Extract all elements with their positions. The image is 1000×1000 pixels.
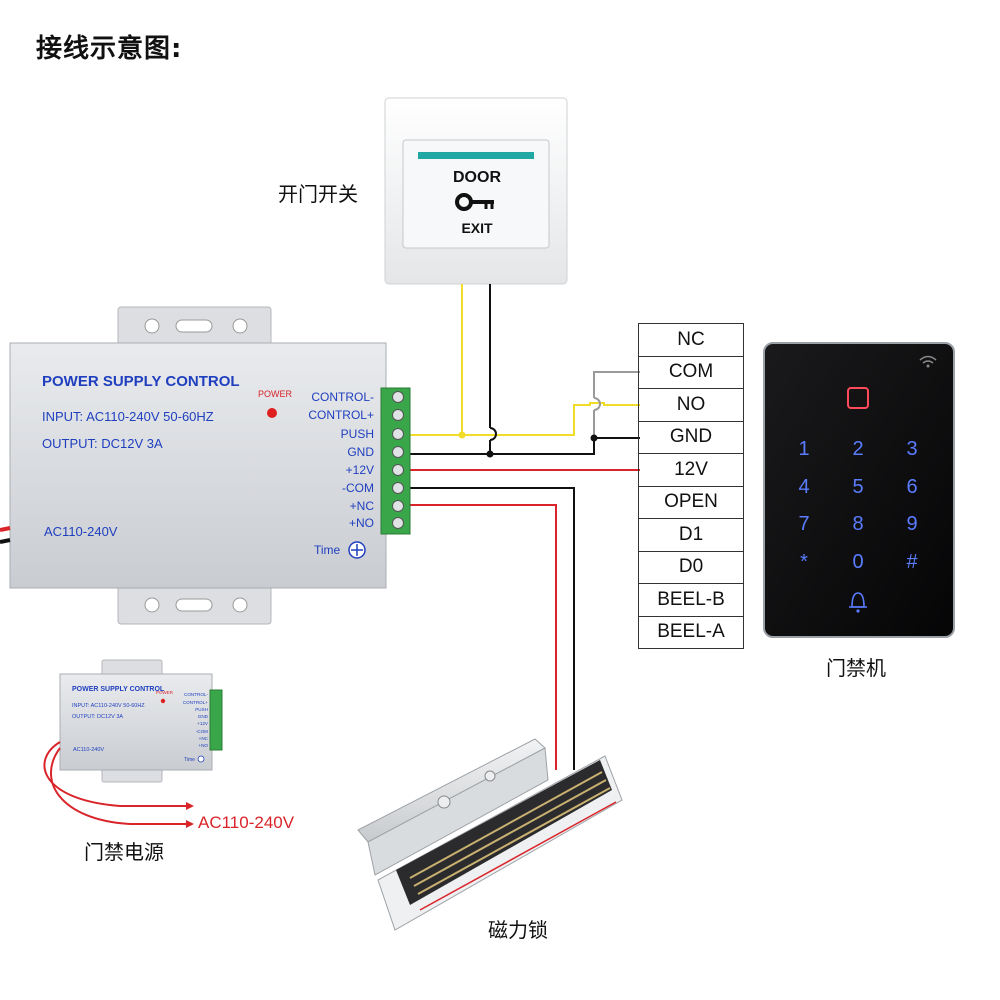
small-terminal-label: +NC bbox=[199, 736, 209, 741]
small-power-supply: POWER SUPPLY CONTROL INPUT: AC110-240V 5… bbox=[43, 659, 295, 832]
wires bbox=[410, 284, 640, 770]
psu-ac-label: AC110-240V bbox=[44, 524, 118, 539]
psu-power-label: POWER bbox=[258, 389, 293, 399]
indicator-strip bbox=[418, 152, 534, 159]
terminal-cell: NO bbox=[638, 388, 744, 422]
small-psu-time-label: Time bbox=[184, 757, 195, 763]
terminal-label: -COM bbox=[342, 481, 374, 495]
key: 7 bbox=[798, 513, 809, 535]
terminal-label: +12V bbox=[346, 463, 374, 477]
terminal-cell: BEEL-B bbox=[638, 583, 744, 617]
key: 2 bbox=[852, 438, 863, 460]
keypad-caption: 门禁机 bbox=[826, 656, 886, 680]
ac-input-label: AC110-240V bbox=[198, 813, 295, 832]
small-terminal-label: GND bbox=[198, 714, 209, 719]
wifi-icon bbox=[919, 355, 937, 368]
key: # bbox=[906, 551, 918, 573]
bell-icon bbox=[849, 592, 867, 613]
terminal-cell: NC bbox=[638, 323, 744, 357]
terminal-label: +NO bbox=[349, 516, 374, 530]
terminal-screws bbox=[392, 391, 404, 529]
small-terminal-label: +NO bbox=[198, 743, 208, 748]
door-exit-button: DOOR EXIT bbox=[384, 97, 568, 285]
exit-text: EXIT bbox=[461, 220, 493, 236]
key: 5 bbox=[852, 476, 863, 498]
terminal-cell: D1 bbox=[638, 518, 744, 552]
key-icon bbox=[455, 193, 494, 211]
small-psu-title: POWER SUPPLY CONTROL bbox=[72, 686, 165, 693]
terminal-cell: D0 bbox=[638, 550, 744, 584]
small-terminal-label: +12V bbox=[197, 721, 209, 726]
terminal-cell: COM bbox=[638, 355, 744, 389]
psu-output: OUTPUT: DC12V 3A bbox=[42, 436, 163, 451]
keypad-keys: 1 2 3 4 5 6 7 8 9 * 0 # bbox=[798, 438, 918, 573]
small-supply-caption: 门禁电源 bbox=[84, 840, 164, 864]
terminal-cell: GND bbox=[638, 420, 744, 454]
maglock-caption: 磁力锁 bbox=[488, 918, 548, 942]
psu-input: INPUT: AC110-240V 50-60HZ bbox=[42, 409, 214, 424]
key: 8 bbox=[852, 513, 863, 535]
terminal-cell: OPEN bbox=[638, 485, 744, 519]
key: * bbox=[800, 551, 808, 573]
small-psu-power-label: POWER bbox=[156, 690, 174, 695]
terminal-label: GND bbox=[347, 445, 374, 459]
door-exit-caption: 开门开关 bbox=[278, 182, 358, 206]
small-psu-output: OUTPUT: DC12V 3A bbox=[72, 714, 123, 720]
small-terminal-label: CONTROL+ bbox=[183, 700, 208, 705]
power-supply-unit: POWER SUPPLY CONTROL INPUT: AC110-240V 5… bbox=[0, 306, 411, 625]
magnetic-lock bbox=[357, 738, 623, 931]
small-terminal-label: CONTROL- bbox=[184, 692, 208, 697]
terminal-label: +NC bbox=[350, 499, 375, 513]
power-led bbox=[267, 408, 277, 418]
small-terminal-label: PUSH bbox=[195, 707, 208, 712]
door-text: DOOR bbox=[453, 169, 501, 186]
page-title: 接线示意图: bbox=[36, 34, 183, 64]
terminal-label: PUSH bbox=[341, 427, 374, 441]
keypad-terminal-table: NC COM NO GND 12V OPEN D1 D0 BEEL-B BEEL… bbox=[638, 323, 744, 649]
terminal-label: CONTROL- bbox=[311, 390, 374, 404]
small-terminal-label: -COM bbox=[196, 729, 208, 734]
small-psu-input: INPUT: AC110-240V 50-60HZ bbox=[72, 703, 145, 709]
key: 4 bbox=[798, 476, 809, 498]
key: 0 bbox=[852, 551, 863, 573]
access-keypad: 1 2 3 4 5 6 7 8 9 * 0 # bbox=[763, 342, 955, 638]
key: 3 bbox=[906, 438, 917, 460]
terminal-label: CONTROL+ bbox=[308, 408, 374, 422]
card-reader-icon bbox=[847, 387, 869, 409]
small-psu-ac-label: AC110-240V bbox=[73, 747, 104, 753]
terminal-cell: BEEL-A bbox=[638, 615, 744, 649]
key: 1 bbox=[798, 438, 809, 460]
terminal-cell: 12V bbox=[638, 453, 744, 487]
key: 9 bbox=[906, 513, 917, 535]
terminal-labels: CONTROL- CONTROL+ PUSH GND +12V -COM +NC… bbox=[308, 390, 374, 530]
psu-title: POWER SUPPLY CONTROL bbox=[42, 373, 240, 390]
key: 6 bbox=[906, 476, 917, 498]
psu-time-label: Time bbox=[314, 543, 341, 557]
